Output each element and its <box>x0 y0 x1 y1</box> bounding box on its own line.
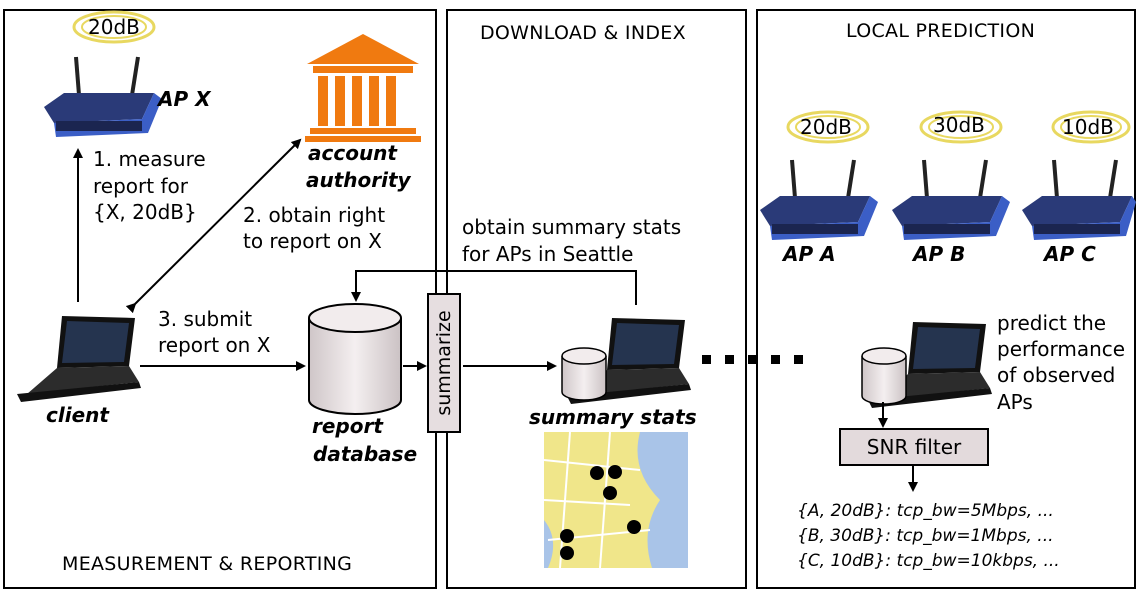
ap-x-signal: 20dB <box>88 15 140 39</box>
step2-line1: 2. obtain right <box>243 203 386 227</box>
ap-c-label: AP C <box>1044 242 1096 266</box>
summarize-box: summarize <box>427 293 461 433</box>
ap-c-signal: 10dB <box>1062 115 1114 139</box>
predict-line4: APs <box>997 390 1033 414</box>
result-line-b: {B, 30dB}: tcp_bw=1Mbps, ... <box>797 526 1054 546</box>
snr-filter-box: SNR filter <box>839 428 989 466</box>
ap-b-signal: 30dB <box>933 113 985 137</box>
ap-x-label: AP X <box>158 87 211 111</box>
predict-line3: of observed <box>997 363 1116 387</box>
database-cylinder-icon <box>561 347 607 401</box>
wifi-router-icon <box>1022 159 1136 240</box>
ap-a-label: AP A <box>783 242 836 266</box>
result-line-a: {A, 20dB}: tcp_bw=5Mbps, ... <box>797 501 1054 521</box>
obtain-line1: obtain summary stats <box>462 215 682 239</box>
map-icon <box>543 431 688 569</box>
database-line2: database <box>313 442 418 466</box>
database-cylinder-icon <box>308 303 402 415</box>
wifi-router-icon <box>760 159 878 240</box>
obtain-line2: for APs in Seattle <box>462 242 634 266</box>
step1-line1: 1. measure <box>93 147 206 171</box>
authority-line1: account <box>308 141 397 165</box>
step1-line3: {X, 20dB} <box>93 200 197 224</box>
wifi-router-icon <box>892 159 1010 240</box>
wifi-router-icon <box>44 56 162 137</box>
panel-title-local: LOCAL PREDICTION <box>846 20 1036 42</box>
laptop-icon <box>17 316 141 402</box>
step2-line2: to report on X <box>243 229 382 253</box>
client-label: client <box>46 403 109 427</box>
database-line1: report <box>312 414 383 438</box>
step1-line2: report for <box>93 174 188 198</box>
ellipsis-dots <box>702 355 803 364</box>
authority-line2: authority <box>306 168 411 192</box>
signal-halo-icon <box>72 10 1131 144</box>
step3-line1: 3. submit <box>158 307 253 331</box>
predict-line1: predict the <box>997 311 1107 335</box>
summarize-label: summarize <box>433 310 455 416</box>
bank-building-icon <box>305 34 421 142</box>
predict-line2: performance <box>997 337 1126 361</box>
ap-b-label: AP B <box>913 242 966 266</box>
step3-line2: report on X <box>158 333 271 357</box>
database-cylinder-icon <box>861 347 907 405</box>
panel-title-download: DOWNLOAD & INDEX <box>480 22 686 44</box>
panel-title-measurement: MEASUREMENT & REPORTING <box>62 553 353 575</box>
summary-stats-label: summary stats <box>529 405 697 429</box>
ap-a-signal: 20dB <box>800 115 852 139</box>
result-line-c: {C, 10dB}: tcp_bw=10kbps, ... <box>797 551 1060 571</box>
